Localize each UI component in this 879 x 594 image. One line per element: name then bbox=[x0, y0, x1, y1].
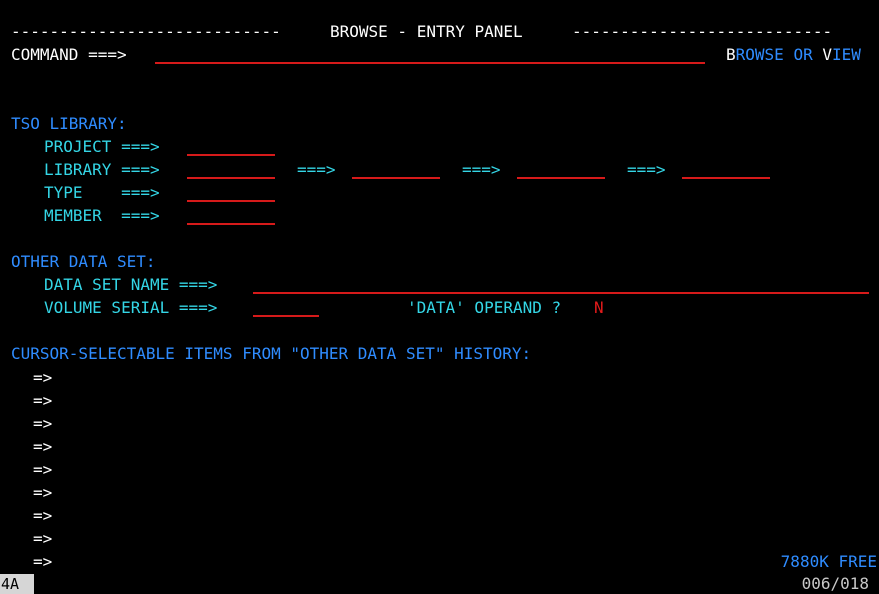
library-arrow-3: ===> bbox=[462, 160, 501, 179]
header-right-dashes: --------------------------- bbox=[572, 22, 833, 41]
library-arrow-2: ===> bbox=[297, 160, 336, 179]
history-heading: CURSOR-SELECTABLE ITEMS FROM "OTHER DATA… bbox=[11, 344, 532, 363]
history-item[interactable]: => bbox=[33, 552, 53, 571]
type-input[interactable] bbox=[187, 200, 275, 202]
history-item[interactable]: => bbox=[33, 368, 53, 387]
browse-or-view-option[interactable]: BROWSE OR VIEW bbox=[726, 45, 861, 65]
tso-library-heading: TSO LIBRARY: bbox=[11, 114, 127, 133]
member-label: MEMBER ===> bbox=[44, 206, 160, 225]
cursor-position: 006/018 bbox=[801, 574, 869, 593]
browse-or-text: ROWSE OR bbox=[735, 45, 823, 64]
command-input[interactable] bbox=[155, 62, 705, 64]
type-label: TYPE ===> bbox=[44, 183, 160, 202]
volume-serial-label: VOLUME SERIAL ===> bbox=[44, 298, 218, 317]
command-label: COMMAND ===> bbox=[11, 45, 127, 64]
view-text: IEW bbox=[831, 45, 861, 64]
library-arrow-4: ===> bbox=[627, 160, 666, 179]
history-item[interactable]: => bbox=[33, 529, 53, 548]
volume-serial-input[interactable] bbox=[253, 315, 319, 317]
panel-title: BROWSE - ENTRY PANEL bbox=[330, 22, 523, 41]
library-input-2[interactable] bbox=[352, 177, 440, 179]
history-item[interactable]: => bbox=[33, 437, 53, 456]
view-hotkey: V bbox=[822, 45, 832, 64]
data-set-name-label: DATA SET NAME ===> bbox=[44, 275, 218, 294]
history-item[interactable]: => bbox=[33, 391, 53, 410]
history-item[interactable]: => bbox=[33, 506, 53, 525]
data-set-name-input[interactable] bbox=[253, 292, 869, 294]
library-label: LIBRARY ===> bbox=[44, 160, 160, 179]
library-input-1[interactable] bbox=[187, 177, 275, 179]
history-item[interactable]: => bbox=[33, 414, 53, 433]
library-input-3[interactable] bbox=[517, 177, 605, 179]
history-item[interactable]: => bbox=[33, 483, 53, 502]
history-item[interactable]: => bbox=[33, 460, 53, 479]
status-indicator: 4A bbox=[0, 574, 34, 594]
browse-hotkey: B bbox=[726, 45, 736, 64]
project-label: PROJECT ===> bbox=[44, 137, 160, 156]
other-data-set-heading: OTHER DATA SET: bbox=[11, 252, 156, 271]
data-operand-input[interactable]: N bbox=[594, 298, 604, 317]
library-input-4[interactable] bbox=[682, 177, 770, 179]
free-storage-indicator: 7880K FREE bbox=[780, 552, 877, 571]
data-operand-label: 'DATA' OPERAND ? bbox=[407, 298, 562, 317]
member-input[interactable] bbox=[187, 223, 275, 225]
project-input[interactable] bbox=[187, 154, 275, 156]
header-left-dashes: ---------------------------- bbox=[11, 22, 281, 41]
